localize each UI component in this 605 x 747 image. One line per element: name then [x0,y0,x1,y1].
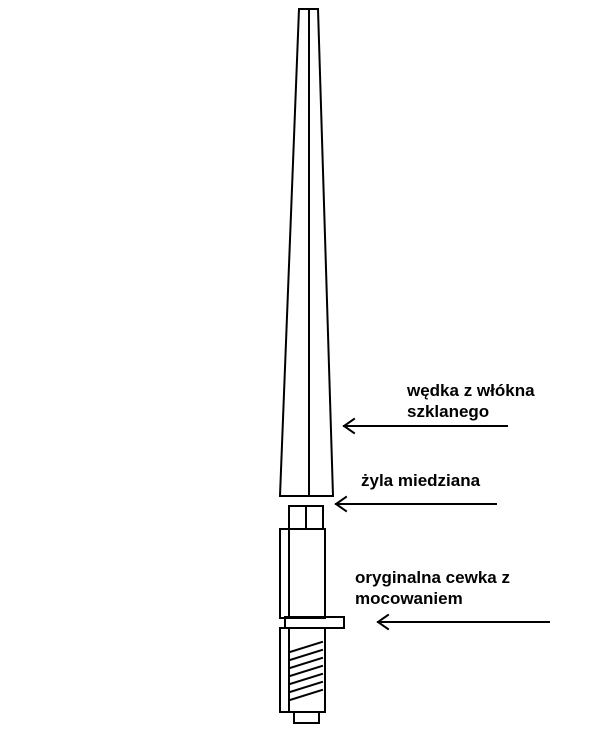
copper-wire-label: żyla miedziana [361,470,480,491]
arrow-to-original-coil [376,613,550,631]
arrow-to-copper-wire [334,495,497,513]
fiberglass-rod [278,7,335,497]
arrow-to-fiberglass-rod [342,417,508,435]
copper-wire-label-line-1: żyla miedziana [361,471,481,490]
bottom-connector [293,711,320,724]
fiberglass-rod-label-line-1: wędka z włókna [407,381,535,400]
copper-wire-section [288,505,324,530]
fiberglass-rod-label: wędka z włókna szklanego [407,380,535,422]
original-coil [279,528,345,724]
coil-winding [288,640,324,702]
original-coil-label-line-1: oryginalna cewka z [355,568,510,587]
original-coil-label-line-2: mocowaniem [355,589,463,608]
fiberglass-rod-label-line-2: szklanego [407,402,490,421]
original-coil-label: oryginalna cewka z mocowaniem [355,567,510,609]
